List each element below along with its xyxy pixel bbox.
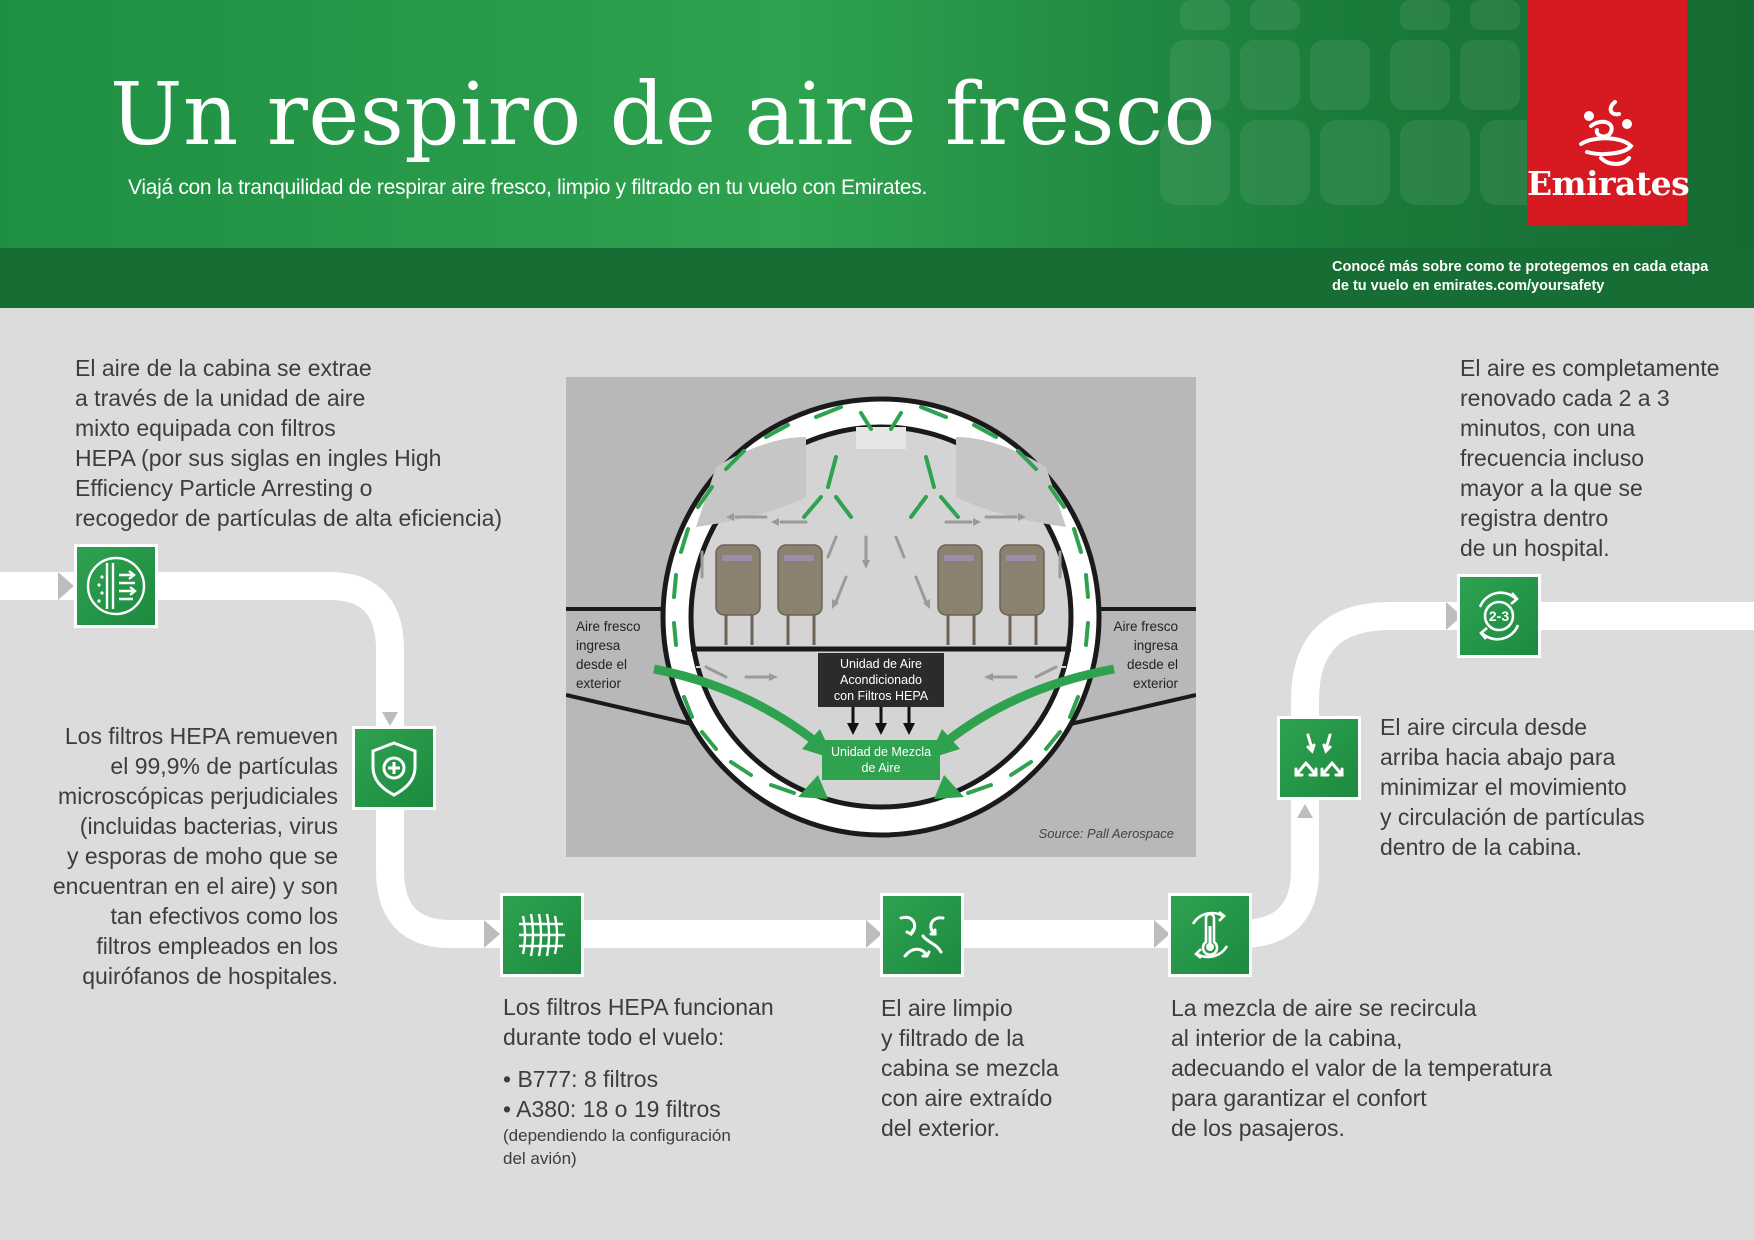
label-line: ingresa: [576, 638, 621, 653]
box-line: con Filtros HEPA: [833, 689, 929, 703]
filter-grid-icon: [500, 893, 584, 977]
text-line: El aire de la cabina se extrae: [75, 355, 372, 381]
text-line: con aire extraído: [881, 1085, 1053, 1111]
safety-link[interactable]: Conocé más sobre como te protegemos en c…: [1332, 258, 1708, 296]
left-fresh-air-label: Aire fresco ingresa desde el exterior: [576, 617, 641, 693]
step-mix-text: El aire limpio y filtrado de la cabina s…: [881, 993, 1059, 1143]
text-line: de un hospital.: [1460, 535, 1610, 561]
text-line: La mezcla de aire se recircula: [1171, 995, 1477, 1021]
step-filters-text: Los filtros HEPA funcionan durante todo …: [503, 992, 774, 1170]
cabin-airflow-arrows: [700, 515, 1062, 679]
text-line: y esporas de moho que se: [66, 843, 338, 869]
step-recirculate-text: La mezcla de aire se recircula al interi…: [1171, 993, 1552, 1143]
cabin-seats-background: [1160, 0, 1550, 205]
text-line: HEPA (por sus siglas en ingles High: [75, 445, 442, 471]
text-line: microscópicas perjudiciales: [58, 783, 338, 809]
step-extract-text: El aire de la cabina se extrae a través …: [75, 353, 502, 533]
renewal-2-3-icon: 2-3: [1457, 574, 1541, 658]
bullet-item: • B777: 8 filtros: [503, 1066, 659, 1092]
text-line: durante todo el vuelo:: [503, 1024, 725, 1050]
cabin-seats-icon: [715, 544, 1045, 616]
hepa-filter-icon: [74, 544, 158, 628]
text-line: y circulación de partículas: [1380, 804, 1645, 830]
text-line: (incluidas bacterias, virus: [79, 813, 338, 839]
step-remove-text: Los filtros HEPA remueven el 99,9% de pa…: [20, 721, 338, 991]
banner-line-2: de tu vuelo en emirates.com/yoursafety: [1332, 278, 1605, 294]
renewal-icon-label: 2-3: [1489, 608, 1509, 624]
box-line: Unidad de Mezcla: [830, 745, 932, 759]
header: Un respiro de aire fresco Viajá con la t…: [0, 0, 1754, 248]
text-line: adecuando el valor de la temperatura: [1171, 1055, 1553, 1081]
box-line: Acondicionado: [839, 673, 922, 687]
text-line: para garantizar el confort: [1171, 1085, 1427, 1111]
text-line: frecuencia incluso: [1460, 445, 1645, 471]
label-line: Aire fresco: [1113, 619, 1178, 634]
bullet-item: • A380: 18 o 19 filtros: [503, 1096, 721, 1122]
text-line: tan efectivos como los: [110, 903, 338, 929]
fresh-air-arrows: [672, 405, 1090, 795]
text-line: filtros empleados en los: [96, 933, 338, 959]
note-line: (dependiendo la configuración: [503, 1126, 731, 1145]
text-line: minimizar el movimiento: [1380, 774, 1627, 800]
mix-unit-box: Unidad de Mezcla de Aire: [822, 740, 940, 780]
text-line: mixto equipada con filtros: [75, 415, 336, 441]
text-line: recogedor de partículas de alta eficienc…: [75, 505, 503, 531]
cabin-airflow-diagram: Aire fresco ingresa desde el exterior Ai…: [566, 377, 1196, 857]
diagram-source: Source: Pall Aerospace: [1038, 826, 1174, 841]
text-line: El aire limpio: [881, 995, 1013, 1021]
text-line: de los pasajeros.: [1171, 1115, 1345, 1141]
page-subtitle: Viajá con la tranquilidad de respirar ai…: [128, 176, 927, 199]
text-line: dentro de la cabina.: [1380, 834, 1583, 860]
text-line: Efficiency Particle Arresting o: [75, 475, 373, 501]
label-line: exterior: [576, 676, 622, 691]
thermometer-icon: [1168, 893, 1252, 977]
banner-line-1: Conocé más sobre como te protegemos en c…: [1332, 259, 1709, 275]
text-line: minutos, con una: [1460, 415, 1636, 441]
page-title: Un respiro de aire fresco: [110, 65, 1216, 165]
calligraphy-logo-icon: [1579, 100, 1634, 166]
note-line: del avión): [503, 1149, 577, 1168]
label-line: exterior: [1132, 676, 1178, 691]
text-line: quirófanos de hospitales.: [82, 963, 338, 989]
text-line: del exterior.: [881, 1115, 1000, 1141]
text-line: Los filtros HEPA funcionan: [503, 994, 774, 1020]
step-flow-text: El aire circula desde arriba hacia abajo…: [1380, 712, 1645, 862]
ac-unit-box: Unidad de Aire Acondicionado con Filtros…: [818, 653, 944, 707]
right-fresh-air-label: Aire fresco ingresa desde el exterior: [1102, 617, 1178, 693]
text-line: cabina se mezcla: [881, 1055, 1059, 1081]
fuselage-cross-section: [566, 396, 1196, 838]
box-line: de Aire: [861, 761, 901, 775]
text-line: El aire es completamente: [1460, 355, 1720, 381]
text-line: a través de la unidad de aire: [75, 385, 366, 411]
label-line: ingresa: [1133, 638, 1178, 653]
downflow-arrows-icon: [1277, 716, 1361, 800]
text-line: mayor a la que se: [1460, 475, 1643, 501]
text-line: y filtrado de la: [881, 1025, 1025, 1051]
text-line: al interior de la cabina,: [1171, 1025, 1403, 1051]
step-renew-text: El aire es completamente renovado cada 2…: [1460, 353, 1720, 563]
text-line: arriba hacia abajo para: [1380, 744, 1616, 770]
text-line: encuentran en el aire) y son: [52, 873, 338, 899]
text-line: El aire circula desde: [1380, 714, 1588, 740]
text-line: el 99,9% de partículas: [110, 753, 338, 779]
shield-plus-icon: [352, 726, 436, 810]
logo-text: Emirates: [1527, 164, 1690, 203]
emirates-logo: Emirates: [1527, 0, 1690, 225]
box-line: Unidad de Aire: [839, 657, 922, 671]
air-mix-icon: [880, 893, 964, 977]
text-line: registra dentro: [1460, 505, 1609, 531]
banner: [0, 248, 1754, 308]
label-line: Aire fresco: [576, 619, 641, 634]
text-line: renovado cada 2 a 3: [1460, 385, 1670, 411]
label-line: desde el: [576, 657, 628, 672]
label-line: desde el: [1126, 657, 1178, 672]
text-line: Los filtros HEPA remueven: [64, 723, 338, 749]
